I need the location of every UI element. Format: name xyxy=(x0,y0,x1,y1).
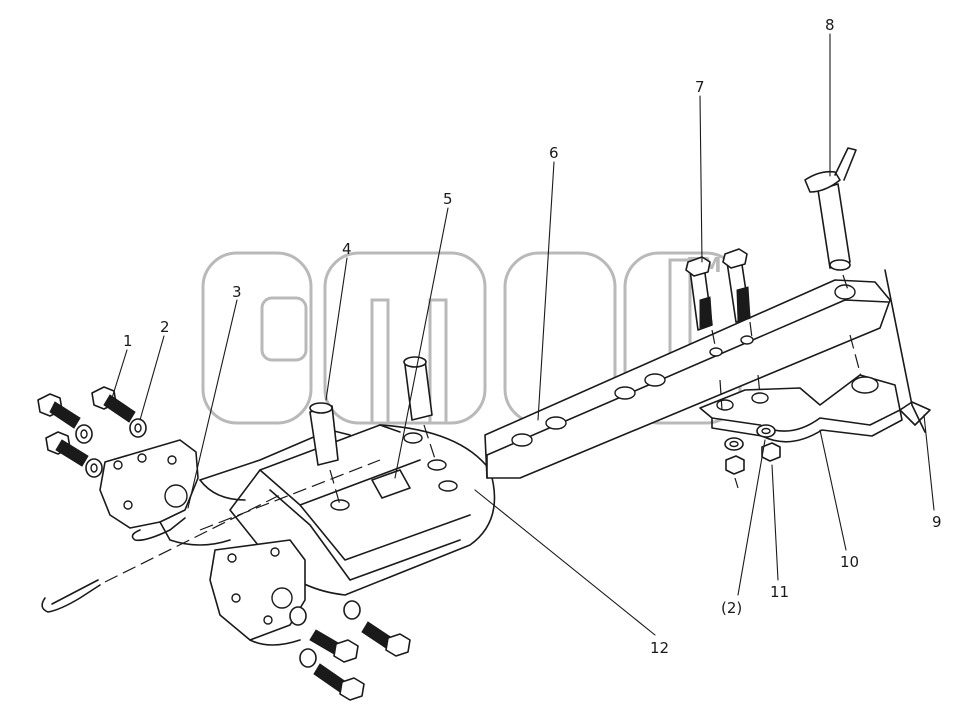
label-2: 2 xyxy=(160,318,170,336)
lower-bolts xyxy=(289,600,411,701)
part-4-pin xyxy=(309,402,341,506)
part-6-drawbar xyxy=(484,279,891,479)
label-9: 9 xyxy=(932,513,942,531)
part-11-nuts xyxy=(724,424,781,489)
part-9-clip xyxy=(884,269,931,433)
part-8-pin xyxy=(804,147,857,291)
label-7: 7 xyxy=(695,78,705,96)
label-12: 12 xyxy=(650,639,669,657)
label-4: 4 xyxy=(342,240,352,258)
label-8: 8 xyxy=(825,16,835,34)
label-10: 10 xyxy=(840,553,859,571)
part-1-bolts-left xyxy=(37,386,147,478)
label-3: 3 xyxy=(232,283,242,301)
label-2-ref: (2) xyxy=(721,599,742,617)
label-6: 6 xyxy=(549,144,559,162)
label-1: 1 xyxy=(123,332,133,350)
part-5-pin xyxy=(403,356,437,463)
leader-lines xyxy=(111,33,935,636)
part-3-upper-bracket xyxy=(99,439,231,546)
label-5: 5 xyxy=(443,190,453,208)
linch-pin xyxy=(41,459,381,613)
part-7-bolts xyxy=(685,248,761,411)
callout-labels: 1 2 3 4 5 6 7 8 9 10 11 12 (2) xyxy=(123,16,942,657)
lower-bracket xyxy=(209,539,306,646)
label-11: 11 xyxy=(770,583,789,601)
